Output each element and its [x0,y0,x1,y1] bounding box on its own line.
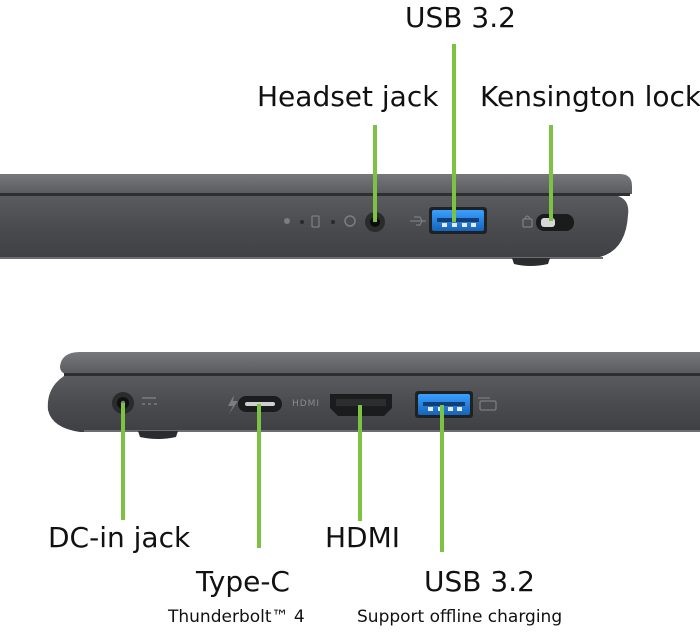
kensington-lock-label: Kensington lock [480,80,700,113]
headset-jack-label: Headset jack [257,80,439,113]
thunderbolt-4-label: Thunderbolt™ 4 [168,607,305,627]
laptop-right-side [0,174,632,266]
hdmi-label: HDMI [325,521,401,554]
type-c-label: Type-C [196,565,290,598]
usb-3-2-top-label: USB 3.2 [405,1,516,34]
dc-in-jack-label: DC-in jack [48,521,191,554]
thunderbolt-icon [228,395,238,414]
offline-charging-label: Support offline charging [357,607,563,627]
laptop-left-side: HDMI [47,352,700,439]
hdmi-chassis-label: HDMI [292,399,320,409]
usb-3-2-bottom-label: USB 3.2 [424,565,535,598]
callout-lines [121,44,553,552]
